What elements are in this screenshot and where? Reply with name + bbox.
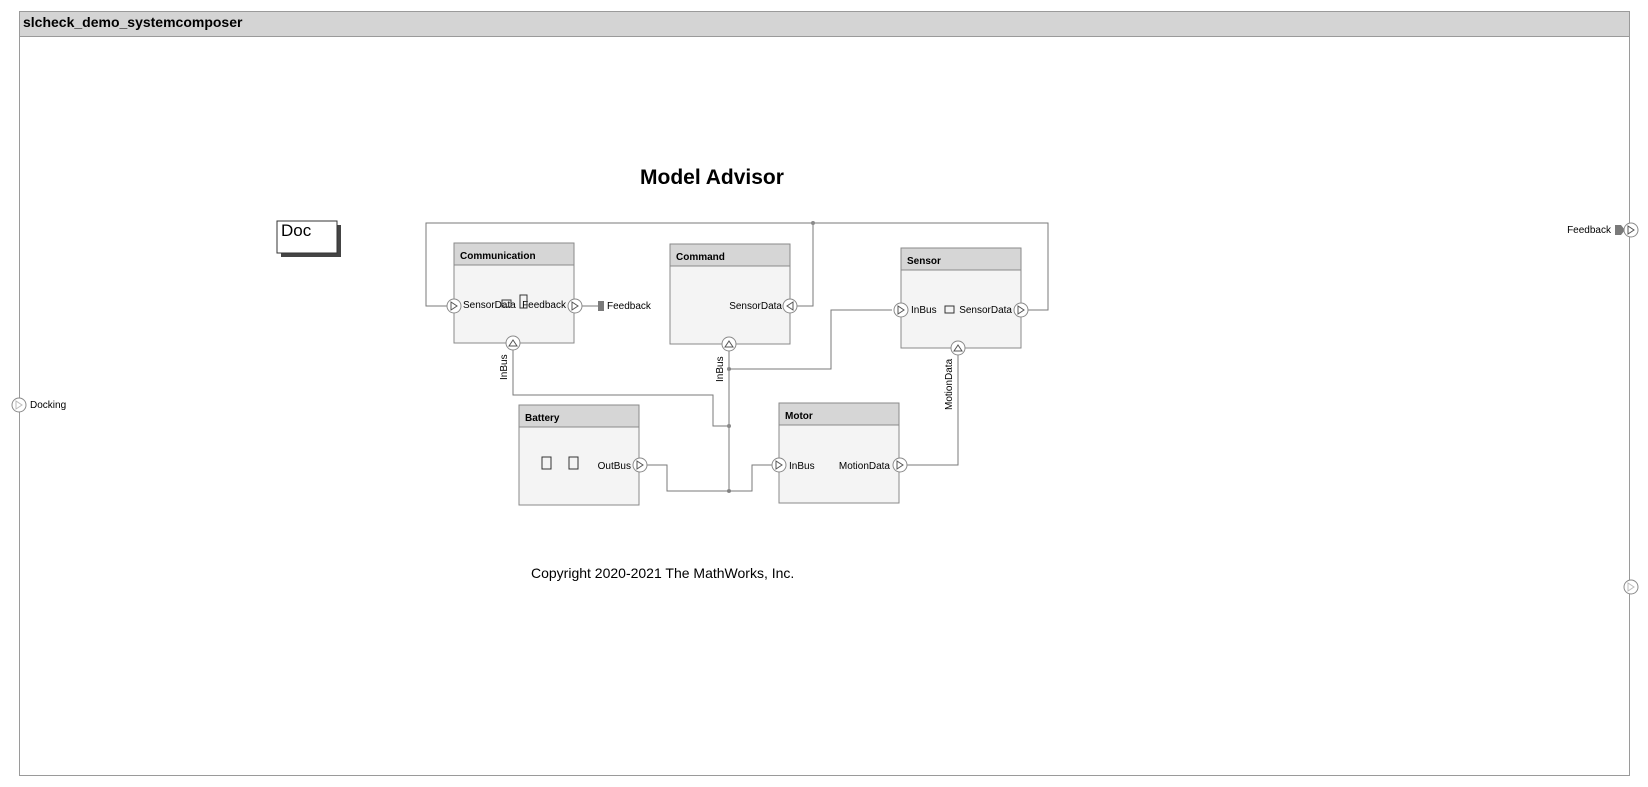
bus-element-icon — [944, 305, 955, 314]
root-port-feedback[interactable]: Feedback — [1567, 222, 1639, 238]
feedback-internal-port[interactable]: Feedback — [598, 301, 652, 312]
port-label-outbus: OutBus — [598, 461, 631, 472]
wire-communication-inbus[interactable] — [512, 350, 729, 427]
port-communication-feedback[interactable] — [567, 298, 583, 314]
component-motor[interactable]: Motor InBus MotionData — [778, 402, 900, 504]
wire-command-sensordata[interactable] — [797, 223, 814, 307]
port-label-sensordata: SensorData — [729, 301, 782, 312]
port-label-inbus: InBus — [911, 305, 937, 316]
wire-label-inbus: InBus — [715, 356, 726, 382]
copyright-annotation: Copyright 2020-2021 The MathWorks, Inc. — [531, 565, 794, 581]
port-label-sensordata: SensorData — [463, 300, 516, 311]
component-name: Command — [676, 252, 725, 263]
doc-block[interactable]: Doc — [276, 220, 341, 257]
connections — [425, 221, 1049, 493]
root-port-unnamed[interactable] — [1623, 579, 1639, 595]
model-advisor-heading: Model Advisor — [640, 166, 784, 189]
doc-block-label: Doc — [281, 221, 312, 240]
component-name: Communication — [460, 251, 536, 262]
port-communication-sensordata[interactable] — [446, 298, 462, 314]
model-title: slcheck_demo_systemcomposer — [23, 14, 243, 30]
wire-sensor-to-communication[interactable] — [425, 222, 1049, 311]
port-label-feedback: Feedback — [522, 300, 567, 311]
port-command-sensordata[interactable] — [782, 298, 798, 314]
port-battery-outbus[interactable] — [632, 457, 648, 473]
root-port-docking-label: Docking — [30, 400, 66, 411]
component-name: Sensor — [907, 256, 941, 267]
bus-element-icon — [541, 456, 579, 470]
component-name: Motor — [785, 411, 813, 422]
feedback-internal-label: Feedback — [607, 301, 652, 312]
component-communication[interactable]: Communication SensorData Feedback — [453, 242, 575, 344]
wire-battery-to-motor[interactable] — [647, 464, 778, 492]
component-battery[interactable]: Battery OutBus — [518, 404, 640, 506]
component-command[interactable]: Command SensorData — [669, 243, 791, 345]
wire-label-motiondata: MotionData — [944, 358, 955, 410]
model-titlebar: slcheck_demo_systemcomposer — [20, 12, 1629, 37]
wire-motor-to-sensor[interactable] — [907, 355, 959, 466]
wire-sensor-inbus[interactable] — [729, 309, 892, 370]
bus-element-icon — [501, 294, 528, 309]
port-communication-inbus[interactable] — [505, 335, 521, 351]
port-motor-inbus[interactable] — [771, 457, 787, 473]
wire-label-inbus: InBus — [499, 354, 510, 380]
port-label-inbus: InBus — [789, 461, 815, 472]
component-sensor[interactable]: Sensor InBus SensorData — [900, 247, 1022, 349]
port-sensor-motiondata[interactable] — [950, 340, 966, 356]
root-port-docking[interactable]: Docking — [11, 397, 66, 413]
port-sensor-inbus[interactable] — [893, 302, 909, 318]
root-port-feedback-label: Feedback — [1567, 225, 1612, 236]
port-command-inbus[interactable] — [721, 336, 737, 352]
port-motor-motiondata[interactable] — [892, 457, 908, 473]
physical-port-icon — [1615, 225, 1625, 235]
model-canvas-frame: slcheck_demo_systemcomposer — [19, 11, 1630, 776]
port-sensor-sensordata[interactable] — [1013, 302, 1029, 318]
physical-port-icon — [598, 301, 604, 311]
port-label-sensordata: SensorData — [959, 305, 1012, 316]
component-name: Battery — [525, 413, 560, 424]
port-label-motiondata: MotionData — [839, 461, 891, 472]
